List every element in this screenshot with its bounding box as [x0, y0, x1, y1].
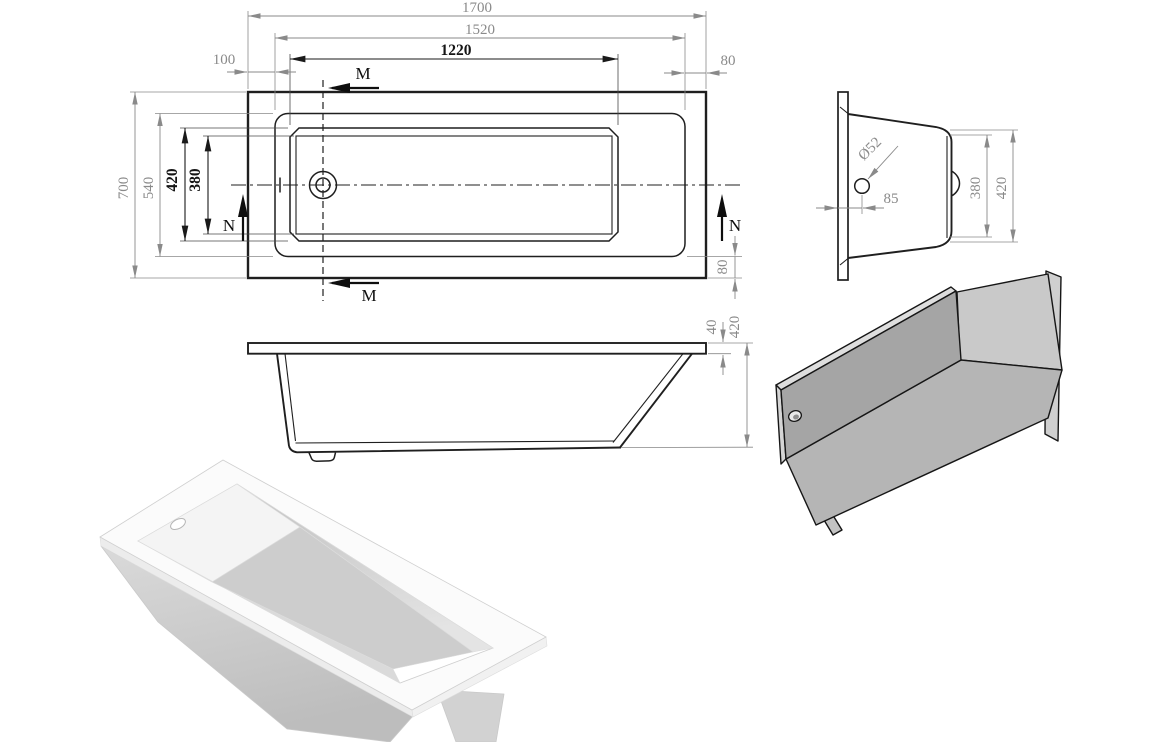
render-floor	[211, 526, 474, 670]
section-label-m-top: M	[355, 64, 370, 83]
side-rim	[247, 342, 707, 355]
dim-end-flat: 380	[968, 177, 984, 200]
section-marker-m-top: M	[328, 64, 379, 93]
dim-end-width: 420	[994, 177, 1010, 200]
end-section-view: Ø52 85 380 420	[816, 91, 1018, 281]
side-floor	[288, 445, 622, 454]
side-elevation-view: 40 420	[247, 316, 754, 462]
dim-rim-width: 540	[141, 177, 157, 200]
tub-floor-flat	[295, 135, 613, 235]
tub-floor-outline	[289, 127, 619, 242]
tub-inner-rim	[274, 112, 686, 258]
dim-rim-thickness: 40	[704, 320, 720, 335]
end-bump	[951, 170, 961, 197]
iso-section-view	[775, 270, 1063, 536]
drain-inner-circle	[315, 177, 331, 193]
dim-rim-edge-offset: 80	[715, 260, 731, 275]
dim-drain-diameter: Ø52	[855, 134, 885, 164]
dim-floor-flat-width: 380	[187, 168, 204, 192]
tub-outer-rim	[246, 90, 708, 280]
dim-overall-width: 700	[116, 177, 132, 200]
section-marker-n-left: N	[223, 194, 248, 241]
end-body-outline	[847, 113, 953, 259]
render-foot	[436, 689, 505, 742]
iso-wall-face	[780, 290, 962, 460]
dim-floor-length: 1220	[441, 42, 472, 59]
render-3d-view	[99, 459, 548, 742]
plan-view: 1700 1520 1220 100 80 700 540 420 380 80…	[116, 0, 742, 305]
end-flange	[837, 91, 849, 281]
dim-tub-height: 420	[727, 316, 743, 339]
dim-left-offset: 100	[213, 52, 236, 68]
dim-drain-offset: 85	[884, 191, 899, 207]
side-drain-bump	[308, 452, 337, 462]
render-drain-hole	[170, 517, 186, 531]
section-label-m-bottom: M	[361, 286, 376, 305]
drain-hole	[853, 177, 871, 195]
section-marker-n-right: N	[717, 194, 741, 241]
section-marker-m-bottom: M	[328, 278, 379, 305]
drain-outer-circle	[308, 170, 338, 200]
section-label-n-right: N	[729, 216, 741, 235]
dim-rim-length: 1520	[465, 22, 495, 38]
dim-floor-width: 420	[164, 168, 181, 192]
dim-overall-length: 1700	[462, 0, 492, 16]
dim-right-offset: 80	[721, 53, 736, 69]
iso-end-inner-face	[956, 273, 1063, 371]
section-label-n-left: N	[223, 216, 235, 235]
